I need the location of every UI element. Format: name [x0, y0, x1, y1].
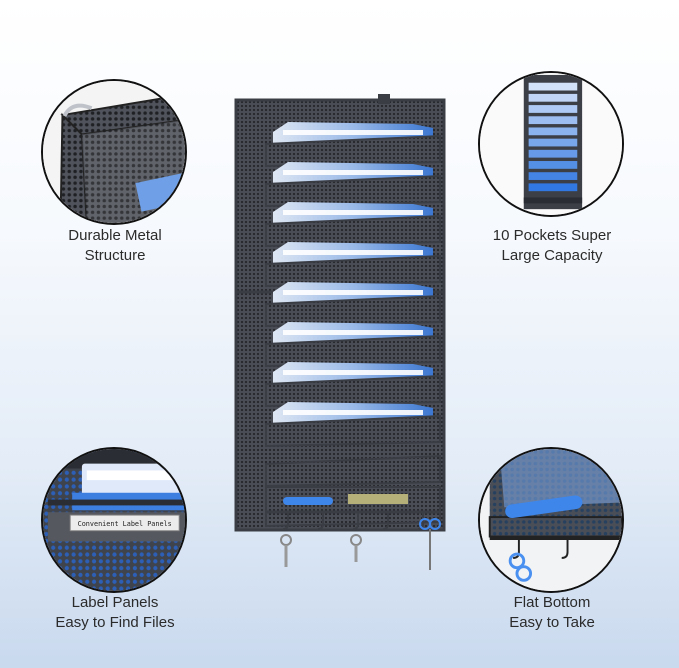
label-panel-text: Convenient Label Panels [78, 520, 172, 528]
feature-1-line1: Durable Metal [68, 227, 162, 244]
mini-rack-icon [480, 73, 622, 215]
feature-3-line2: Easy to Find Files [55, 614, 175, 631]
label-panel-icon: Convenient Label Panels [43, 449, 185, 591]
mini-pocket [528, 82, 578, 91]
metal-structure-closeup [41, 79, 187, 225]
mini-pocket [528, 161, 578, 169]
mini-pocket [528, 172, 578, 180]
feature-4-line2: Easy to Take [509, 614, 595, 631]
scissors-icon [508, 552, 526, 570]
wall-file-organizer-image [234, 94, 446, 570]
feature-2-line1: 10 Pockets Super [492, 227, 612, 244]
mini-pocket [528, 149, 578, 158]
pocket [265, 254, 441, 288]
feature-1-line2: Structure [84, 247, 146, 264]
key-ring-icon [280, 534, 292, 546]
feature-caption-3: Label Panels Easy to Find Files [15, 593, 215, 633]
pocket [265, 414, 441, 448]
pockets-closeup [478, 71, 624, 217]
mesh-rack-frame [234, 94, 446, 570]
key-ring-icon [350, 534, 362, 546]
feature-2-line2: Large Capacity [501, 247, 603, 264]
mesh-corner-icon [43, 81, 185, 223]
pocket [265, 214, 441, 248]
flat-bottom-closeup [478, 447, 624, 593]
mini-pocket [528, 183, 578, 192]
mini-pocket [528, 93, 578, 102]
mini-pocket [528, 105, 578, 113]
pocket [265, 174, 441, 208]
flat-bottom-tray-icon [480, 449, 622, 591]
pocket [265, 374, 441, 408]
mini-pocket [528, 138, 578, 147]
feature-caption-4: Flat Bottom Easy to Take [452, 593, 652, 633]
feature-3-line1: Label Panels [71, 594, 159, 611]
label-panel-closeup: Convenient Label Panels [41, 447, 187, 593]
blue-pen-icon [505, 495, 583, 519]
mini-pocket [528, 127, 578, 136]
mini-pocket [528, 116, 578, 125]
feature-caption-1: Durable Metal Structure [15, 226, 215, 266]
feature-4-line1: Flat Bottom [513, 594, 591, 611]
blue-pen-icon [283, 497, 333, 505]
pocket [265, 454, 441, 488]
pocket [265, 134, 441, 168]
pocket [265, 334, 441, 368]
pocket [265, 294, 441, 328]
feature-caption-2: 10 Pockets Super Large Capacity [452, 226, 652, 266]
